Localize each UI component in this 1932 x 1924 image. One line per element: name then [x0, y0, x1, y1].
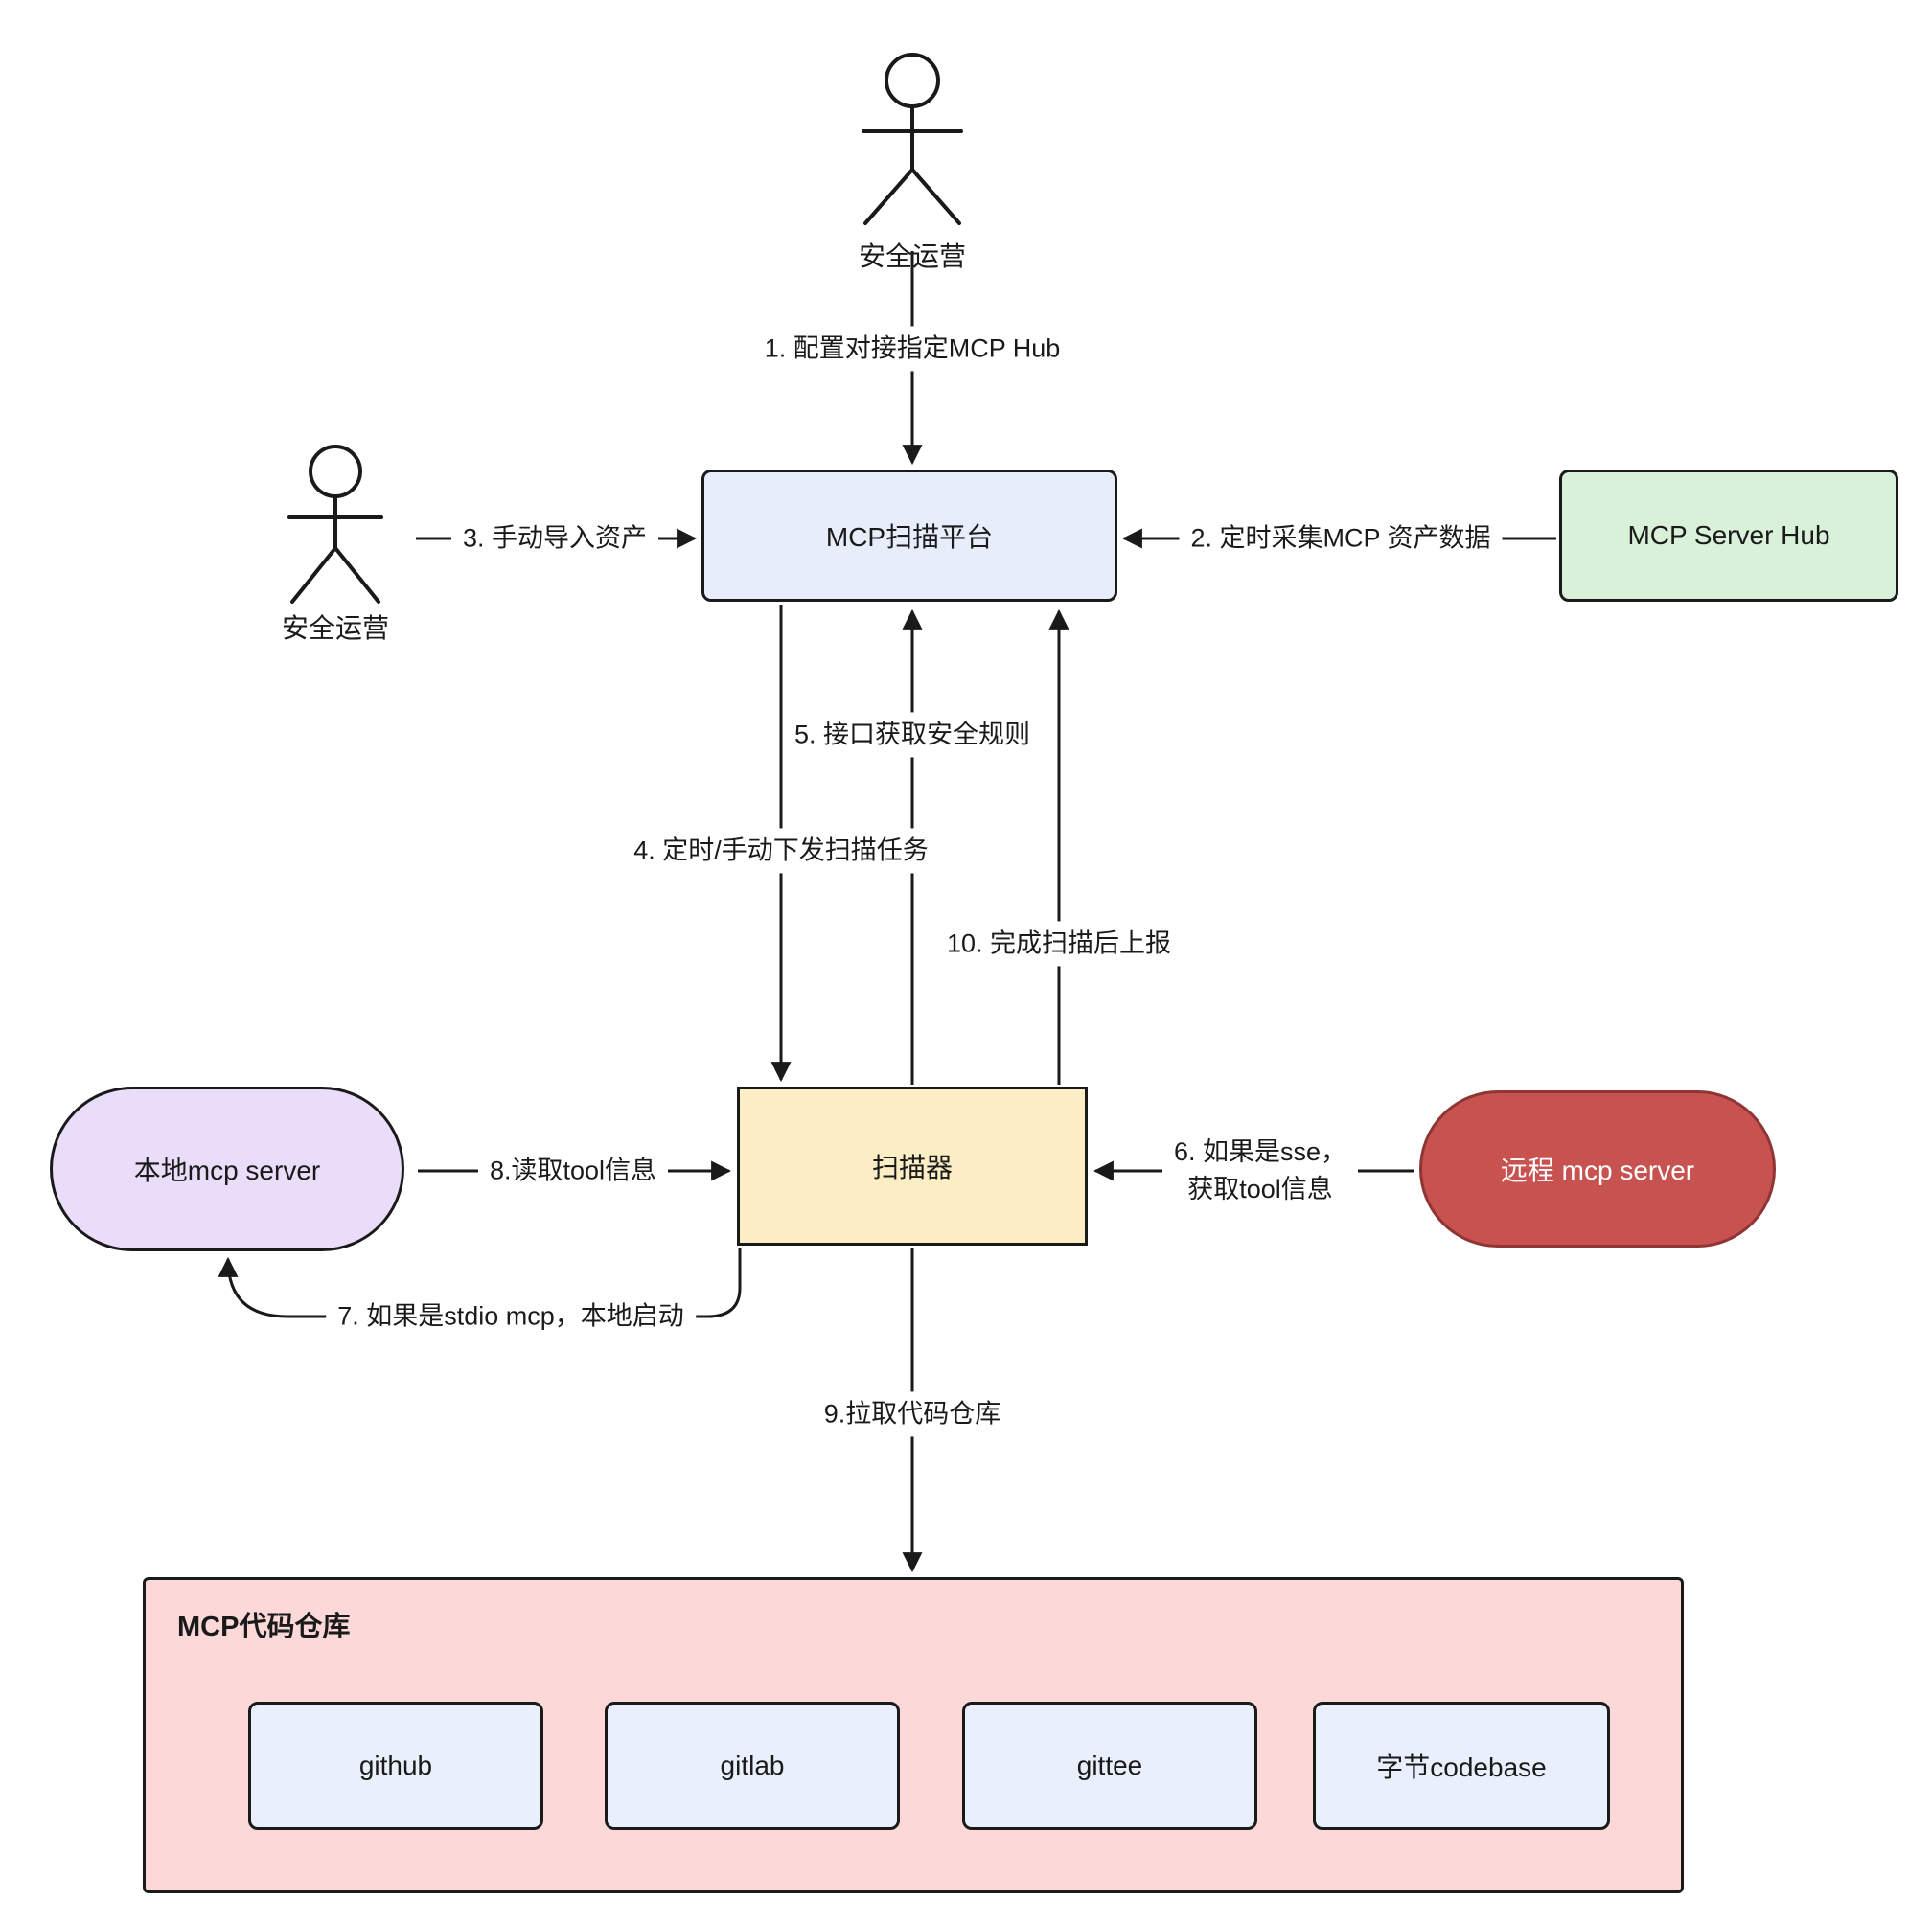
edge-label-4: 4. 定时/手动下发扫描任务 [622, 828, 940, 874]
edge-label-2: 2. 定时采集MCP 资产数据 [1179, 515, 1503, 561]
repo-label: github [358, 1751, 433, 1780]
actor-icon [862, 53, 963, 225]
repo-label: 字节codebase [1376, 1752, 1547, 1782]
node-scanner: 扫描器 [737, 1087, 1088, 1246]
node-label: MCP扫描平台 [825, 522, 994, 552]
repo-box: gittee [962, 1702, 1257, 1830]
edge-label-9: 9.拉取代码仓库 [812, 1391, 1013, 1437]
edge-label-6: 6. 如果是sse， 获取tool信息 [1162, 1129, 1359, 1213]
edge-label-5: 5. 接口获取安全规则 [782, 712, 1043, 758]
repo-box: gitlab [605, 1702, 900, 1830]
actor-icon [288, 445, 383, 604]
repo-box: github [248, 1702, 543, 1830]
edge-label-8: 8.读取tool信息 [477, 1148, 669, 1194]
actor-left-label: 安全运营 [281, 613, 390, 643]
actor-top-label: 安全运营 [858, 241, 967, 271]
node-label: 本地mcp server [133, 1156, 321, 1185]
edge-label-3: 3. 手动导入资产 [450, 515, 659, 561]
node-mcp-server-hub: MCP Server Hub [1559, 470, 1898, 602]
repo-group-title: MCP代码仓库 [177, 1612, 351, 1642]
node-local-mcp-server: 本地mcp server [50, 1087, 404, 1251]
edge-label-10: 10. 完成扫描后上报 [934, 921, 1184, 967]
repo-label: gittee [1076, 1751, 1143, 1780]
node-label: 远程 mcp server [1500, 1156, 1695, 1185]
node-label: MCP Server Hub [1627, 520, 1830, 550]
node-mcp-scan-platform: MCP扫描平台 [702, 470, 1117, 602]
node-remote-mcp-server: 远程 mcp server [1419, 1090, 1776, 1248]
edge-label-1: 1. 配置对接指定MCP Hub [752, 326, 1072, 372]
repo-label: gitlab [720, 1751, 785, 1780]
edge-label-7: 7. 如果是stdio mcp，本地启动 [326, 1294, 696, 1340]
repo-box: 字节codebase [1313, 1702, 1610, 1830]
node-label: 扫描器 [871, 1153, 953, 1182]
